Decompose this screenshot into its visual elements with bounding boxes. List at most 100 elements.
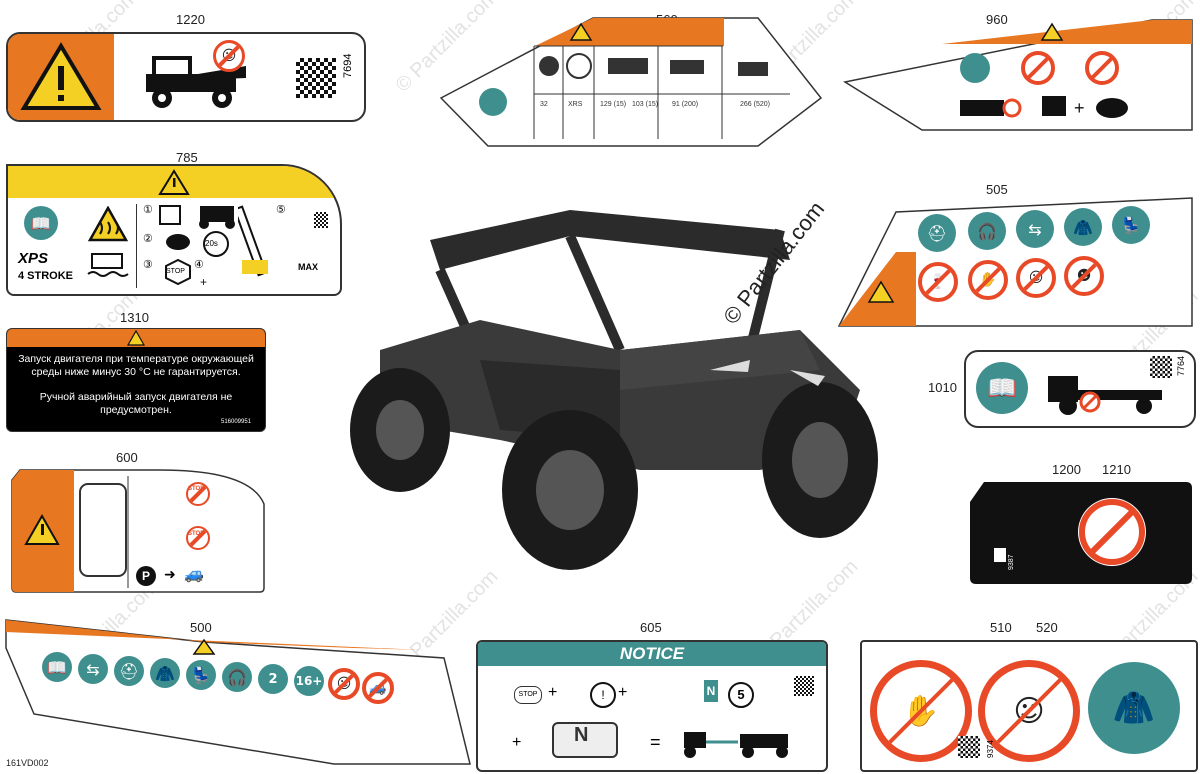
decal-1220[interactable]: ☺ 7694 <box>6 32 366 122</box>
time-label: 20s <box>205 239 218 248</box>
decal-500[interactable] <box>4 618 474 768</box>
decal-510[interactable]: ✋ ☺ 🧥 9374 <box>860 640 1198 772</box>
no-trailer-icon <box>1048 376 1162 415</box>
decal-605[interactable]: NOTICE STOP + ! + N 5 + N = <box>476 640 828 772</box>
dipstick-icon <box>238 205 268 277</box>
read-manual-icon: 📖 <box>42 652 72 682</box>
warning-text: Запуск двигателя при температуре окружаю… <box>18 353 254 365</box>
callout-1310[interactable]: 1310 <box>120 310 149 325</box>
decal-1200[interactable] <box>966 478 1194 586</box>
callout-785[interactable]: 785 <box>176 150 198 165</box>
spec-value: 266 (520) <box>740 101 770 108</box>
plus-sign: + <box>618 684 628 701</box>
diagram-code: 161VD002 <box>6 758 49 768</box>
warning-bar <box>8 166 340 198</box>
warning-triangle-icon <box>126 329 146 346</box>
callout-505[interactable]: 505 <box>986 182 1008 197</box>
max-occupants-icon: 2 <box>258 664 288 694</box>
no-passenger-icon: ☺ <box>328 668 360 700</box>
stop-icon <box>186 526 210 550</box>
hearing-protection-icon: 🎧 <box>968 212 1006 250</box>
callout-605[interactable]: 605 <box>640 620 662 635</box>
step-icon: ④ <box>194 259 204 271</box>
decal-560[interactable] <box>438 14 824 150</box>
stop-icon <box>186 482 210 506</box>
equals-sign: = <box>650 732 661 752</box>
callout-1210[interactable]: 1210 <box>1102 462 1131 477</box>
max-label: MAX <box>298 262 318 272</box>
callout-960[interactable]: 960 <box>986 12 1008 27</box>
callout-520[interactable]: 520 <box>1036 620 1058 635</box>
warning-panel <box>8 34 114 120</box>
spec-value: 91 (200) <box>672 101 699 108</box>
decal-785[interactable]: 📖 XPS 4 STROKE ① ② ③ ④ ⑤ + 20s STOP MAX <box>6 164 342 296</box>
svg-text:+: + <box>200 275 207 288</box>
neutral-display: N <box>574 724 589 746</box>
arrow-icon: ➜ <box>164 566 176 582</box>
datamatrix-code <box>1150 356 1172 378</box>
brake-warning-icon: ! <box>590 682 616 708</box>
stroke-label: 4 STROKE <box>18 270 74 282</box>
part-code: 9374 <box>986 740 995 758</box>
helmet-icon: ⛑ <box>114 656 144 686</box>
seat-position-icon: 💺 <box>1112 206 1150 244</box>
notice-title: NOTICE <box>619 644 685 663</box>
read-manual-icon: 📖 <box>976 362 1028 414</box>
datamatrix-code <box>296 58 336 98</box>
warning-triangle-icon <box>20 42 102 110</box>
helmet-icon: ⛑ <box>918 214 956 252</box>
step-icon: ⑤ <box>276 204 286 216</box>
warning-text: среды ниже минус 30 °C не гарантируется. <box>31 366 241 378</box>
callout-500[interactable]: 500 <box>190 620 212 635</box>
decal-1310[interactable]: Запуск двигателя при температуре окружаю… <box>6 328 266 432</box>
decal-1010[interactable]: 📖 7764 <box>964 350 1196 428</box>
seatbelt-icon: ⇆ <box>1016 210 1054 248</box>
protective-gear-icon: 🧥 <box>1088 662 1180 754</box>
stop-label: STOP <box>166 268 185 275</box>
stop-label: STOP <box>188 531 205 537</box>
no-reach-out-icon: ✋ <box>968 260 1008 300</box>
age-16-icon: 16+ <box>294 666 324 696</box>
part-code: 7694 <box>342 53 354 78</box>
seat-position-icon: 💺 <box>186 660 216 690</box>
no-reach-out-icon: ☺ <box>978 660 1080 762</box>
callout-600[interactable]: 600 <box>116 450 138 465</box>
hot-surface-icon <box>88 206 128 242</box>
oil-check-steps: + <box>159 205 235 288</box>
xps-logo: XPS <box>18 250 49 267</box>
utv-dump-icon <box>146 56 246 108</box>
notice-bar <box>478 642 826 666</box>
no-arm-out-icon: ✋ <box>870 660 972 762</box>
protective-gear-icon: 🧥 <box>150 658 180 688</box>
svg-text:+: + <box>1074 98 1085 118</box>
decal-960[interactable]: + <box>842 16 1194 134</box>
label-code: 516009951 <box>221 419 252 425</box>
oil-level-icon <box>87 253 129 277</box>
no-child-icon: ☻ <box>1064 256 1104 296</box>
part-code: 7764 <box>1176 355 1186 376</box>
callout-1220[interactable]: 1220 <box>176 12 205 27</box>
no-passenger-icon: ☺ <box>1016 258 1056 298</box>
gear-display-icon <box>552 722 618 758</box>
no-alcohol-icon: 🍷 <box>918 262 958 302</box>
hearing-protection-icon: 🎧 <box>222 662 252 692</box>
no-passenger-icon: ☺ <box>213 40 245 72</box>
plus-sign: + <box>512 734 522 751</box>
timer-icon: 5 <box>728 682 754 708</box>
tow-vehicle-icon <box>684 732 788 758</box>
spec-value: XRS <box>568 101 583 108</box>
stop-button-icon: STOP <box>514 686 542 704</box>
callout-1200[interactable]: 1200 <box>1052 462 1081 477</box>
spec-value: 32 <box>540 101 548 108</box>
warning-text: предусмотрен. <box>100 404 172 416</box>
divider <box>136 204 137 288</box>
callout-1010[interactable]: 1010 <box>928 380 957 395</box>
read-manual-icon: 📖 <box>24 206 58 240</box>
plus-sign: + <box>548 684 558 701</box>
spec-value: 103 (15) <box>632 101 659 108</box>
callout-510[interactable]: 510 <box>990 620 1012 635</box>
warning-text: Ручной аварийный запуск двигателя не <box>39 391 233 403</box>
warning-triangle-icon <box>158 169 190 195</box>
stop-label: STOP <box>188 486 205 492</box>
spec-value: 129 (15) <box>600 101 627 108</box>
